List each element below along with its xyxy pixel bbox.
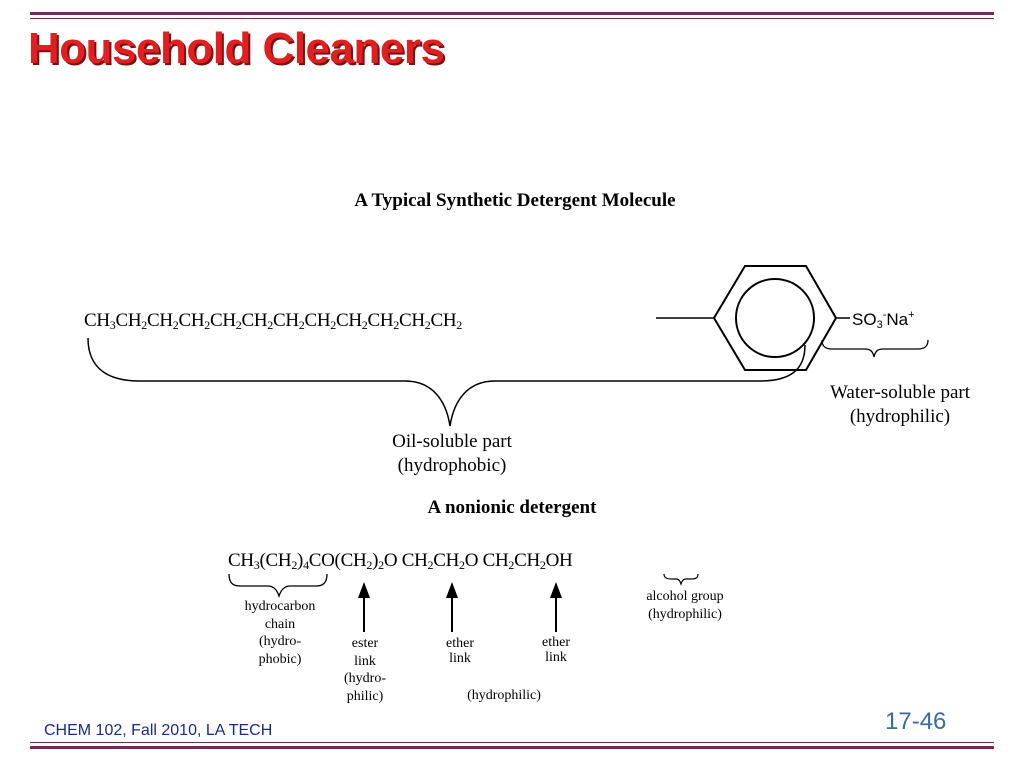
formula-sub: 3 <box>253 558 260 572</box>
formula-sub: 2 <box>172 318 179 332</box>
alcohol-group-brace <box>663 573 699 586</box>
formula-part: CH <box>367 310 394 331</box>
formula-sub: 2 <box>361 318 368 332</box>
formula-part: CH <box>241 310 268 331</box>
formula-sub: 3 <box>109 318 116 332</box>
bottom-rule <box>30 746 994 749</box>
formula-part: ) <box>372 550 379 571</box>
formula-sub: 2 <box>539 558 546 572</box>
sulfonate-group: SO3-Na+ <box>852 309 915 331</box>
water-label-line1: Water-soluble part <box>829 382 970 403</box>
formula-part: CH <box>147 310 173 331</box>
hydrocarbon-chain-brace <box>228 573 328 599</box>
label-line: ether <box>542 635 570 650</box>
label-line: alcohol group <box>646 589 724 604</box>
bottom-rule-thin <box>30 742 994 743</box>
formula-sub: 2 <box>235 318 242 332</box>
label-line: ether <box>446 636 474 651</box>
formula-part: CH <box>514 550 540 571</box>
formula-part: CH <box>430 310 457 331</box>
formula-part: O CH <box>464 550 509 571</box>
label-line: chain <box>264 616 296 632</box>
formula-part: CH <box>304 310 331 331</box>
formula-sub: 2 <box>508 558 515 572</box>
label-line: link <box>354 653 376 669</box>
so-charge: - <box>882 309 887 321</box>
synthetic-formula: CH3CH2CH2CH2CH2CH2CH2CH2CH2CH2CH2CH2 <box>84 310 462 333</box>
water-soluble-brace <box>821 339 929 358</box>
formula-sub: 2 <box>298 318 305 332</box>
label-line: (hydro- <box>344 671 386 686</box>
ether-link-label-2: ether link <box>521 635 591 665</box>
formula-part: OH <box>545 550 573 571</box>
formula-part: (CH <box>259 550 292 571</box>
ether-arrow-1 <box>446 582 458 632</box>
oil-soluble-brace <box>87 337 806 427</box>
slide-title: Household Cleaners <box>28 24 445 73</box>
formula-sub: 4 <box>303 558 309 572</box>
formula-part: CH <box>115 310 142 331</box>
ester-link-label: ester link (hydro- philic) <box>330 635 400 705</box>
formula-sub: 2 <box>456 318 462 332</box>
water-soluble-label: Water-soluble part (hydrophilic) <box>800 381 1000 429</box>
so-text: SO <box>852 310 877 329</box>
formula-part: CH <box>178 310 205 331</box>
top-rule <box>30 12 994 15</box>
benzene-inner-circle <box>735 278 815 358</box>
na-text: Na <box>886 310 909 329</box>
hydrocarbon-chain-label: hydrocarbon chain (hydro- phobic) <box>225 598 335 668</box>
na-charge: + <box>908 309 915 321</box>
water-label-line2: (hydrophilic) <box>849 405 951 427</box>
label-line: ester <box>351 636 379 651</box>
formula-sub: 2 <box>204 318 210 332</box>
formula-sub: 2 <box>393 318 399 332</box>
synthetic-heading: A Typical Synthetic Detergent Molecule <box>354 190 676 211</box>
formula-sub: 2 <box>459 558 465 572</box>
ester-arrow <box>358 582 370 632</box>
formula-sub: 2 <box>378 558 384 572</box>
oil-soluble-label: Oil-soluble part (hydrophobic) <box>352 430 552 478</box>
formula-sub: 2 <box>424 318 431 332</box>
formula-sub: 2 <box>427 558 434 572</box>
formula-sub: 2 <box>291 558 298 572</box>
label-line: hydrocarbon <box>244 599 316 614</box>
formula-part: CH <box>228 550 254 571</box>
nonionic-heading: A nonionic detergent <box>427 497 597 518</box>
ether-arrow-2 <box>550 582 562 632</box>
formula-part: O CH <box>383 550 428 571</box>
formula-part: CH <box>210 310 236 331</box>
oil-label-line1: Oil-soluble part <box>392 431 512 452</box>
top-rule-thin <box>30 18 994 19</box>
oil-label-line2: (hydrophobic) <box>397 454 507 476</box>
footer-text: CHEM 102, Fall 2010, LA TECH <box>44 722 273 739</box>
nonionic-formula: CH3(CH2)4CO(CH2)2O CH2CH2O CH2CH2OH <box>228 550 573 573</box>
page-number: 17-46 <box>885 708 947 735</box>
so-sub: 3 <box>876 319 883 331</box>
label-line: (hydrophilic) <box>648 606 722 622</box>
alcohol-group-label: alcohol group (hydrophilic) <box>625 588 745 623</box>
formula-part: CH <box>84 310 110 331</box>
label-line: link <box>449 650 471 666</box>
formula-sub: 2 <box>366 558 373 572</box>
benzene-ring <box>712 265 838 371</box>
formula-part: CH <box>273 310 299 331</box>
formula-part: ) <box>297 550 304 571</box>
formula-part: CH <box>336 310 362 331</box>
formula-part: CH <box>433 550 459 571</box>
formula-part: CH <box>399 310 425 331</box>
formula-sub: 2 <box>141 318 147 332</box>
formula-sub: 2 <box>330 318 336 332</box>
label-line: (hydro- <box>259 634 301 649</box>
label-line: philic) <box>346 688 384 704</box>
formula-sub: 2 <box>267 318 273 332</box>
formula-part: CO(CH <box>308 550 367 571</box>
label-line: phobic) <box>258 651 302 667</box>
hydrophilic-label: (hydrophilic) <box>467 688 541 703</box>
ether-link-label-1: ether link <box>425 636 495 666</box>
label-line: link <box>545 649 567 665</box>
